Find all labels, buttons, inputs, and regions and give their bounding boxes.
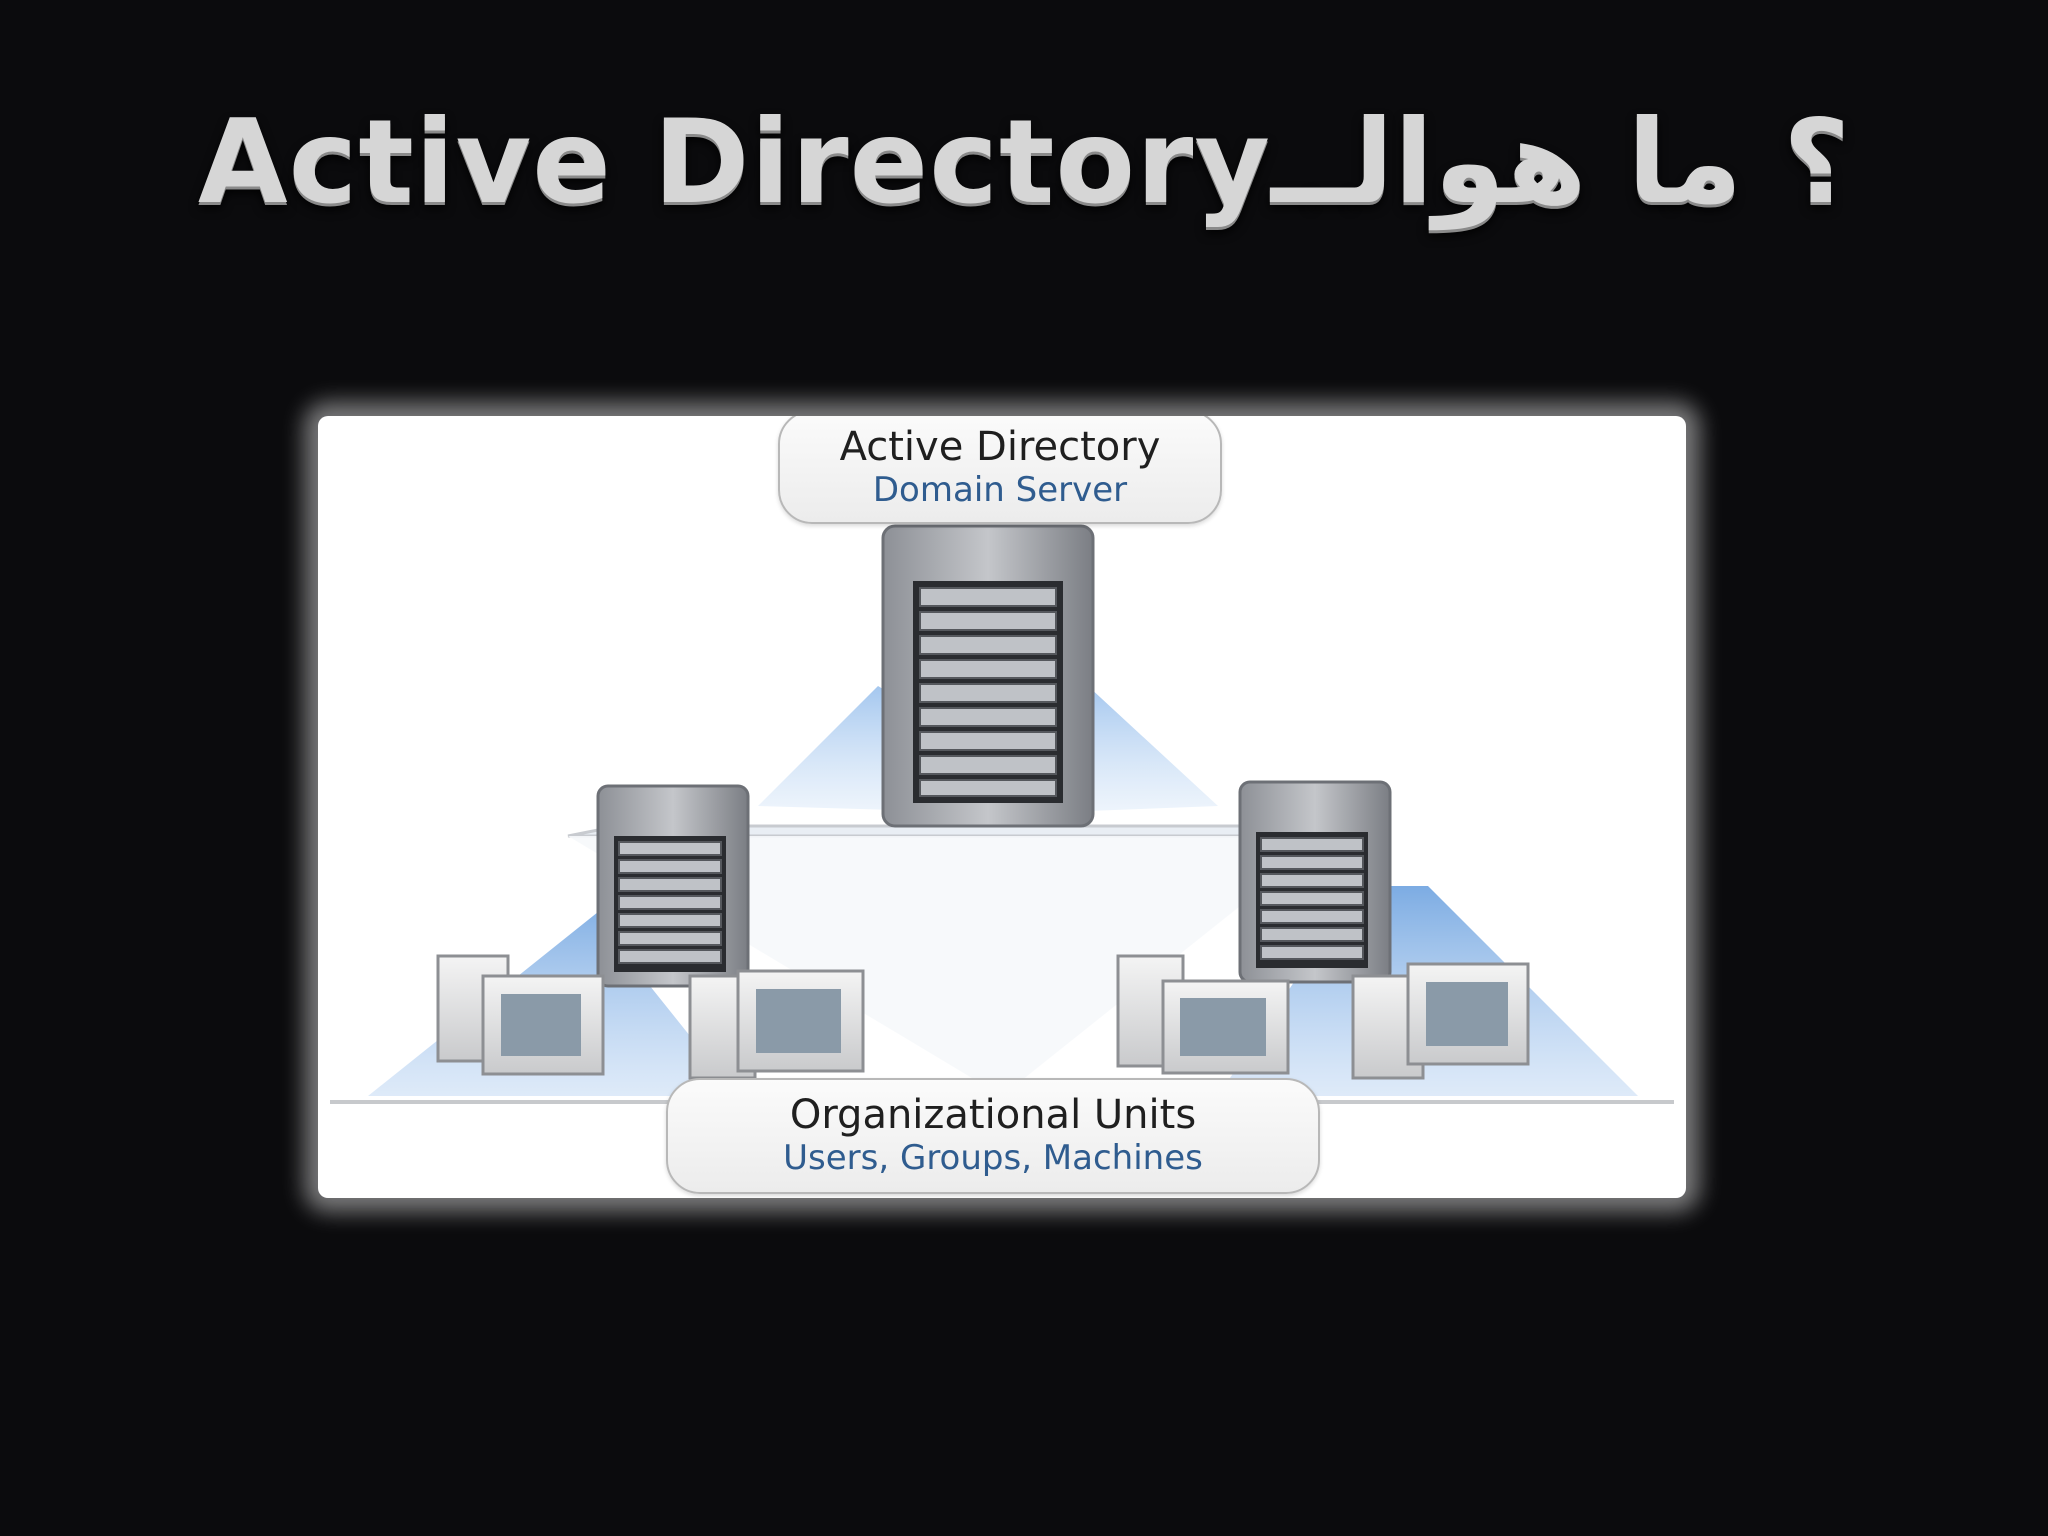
domain-server-label-subtitle: Domain Server — [872, 470, 1128, 510]
right-server-icon — [1238, 780, 1392, 984]
domain-server-icon — [881, 524, 1095, 828]
workstation-icon — [688, 969, 865, 1080]
slide-title: ؟ ما هوالــActive Directory — [197, 95, 1851, 230]
domain-server-label-title: Active Directory — [839, 424, 1161, 470]
active-directory-diagram: Active Directory Domain Server Organizat… — [318, 416, 1686, 1198]
workstation-icon — [436, 954, 605, 1076]
diagram-artwork — [330, 524, 1674, 1104]
organizational-units-label-title: Organizational Units — [789, 1092, 1197, 1138]
organizational-units-label-subtitle: Users, Groups, Machines — [783, 1138, 1203, 1178]
domain-server-label: Active Directory Domain Server — [778, 416, 1222, 524]
organizational-units-label: Organizational Units Users, Groups, Mach… — [666, 1078, 1320, 1194]
left-server-icon — [596, 784, 750, 988]
workstation-icon — [1116, 954, 1290, 1075]
workstation-icon — [1351, 962, 1530, 1080]
